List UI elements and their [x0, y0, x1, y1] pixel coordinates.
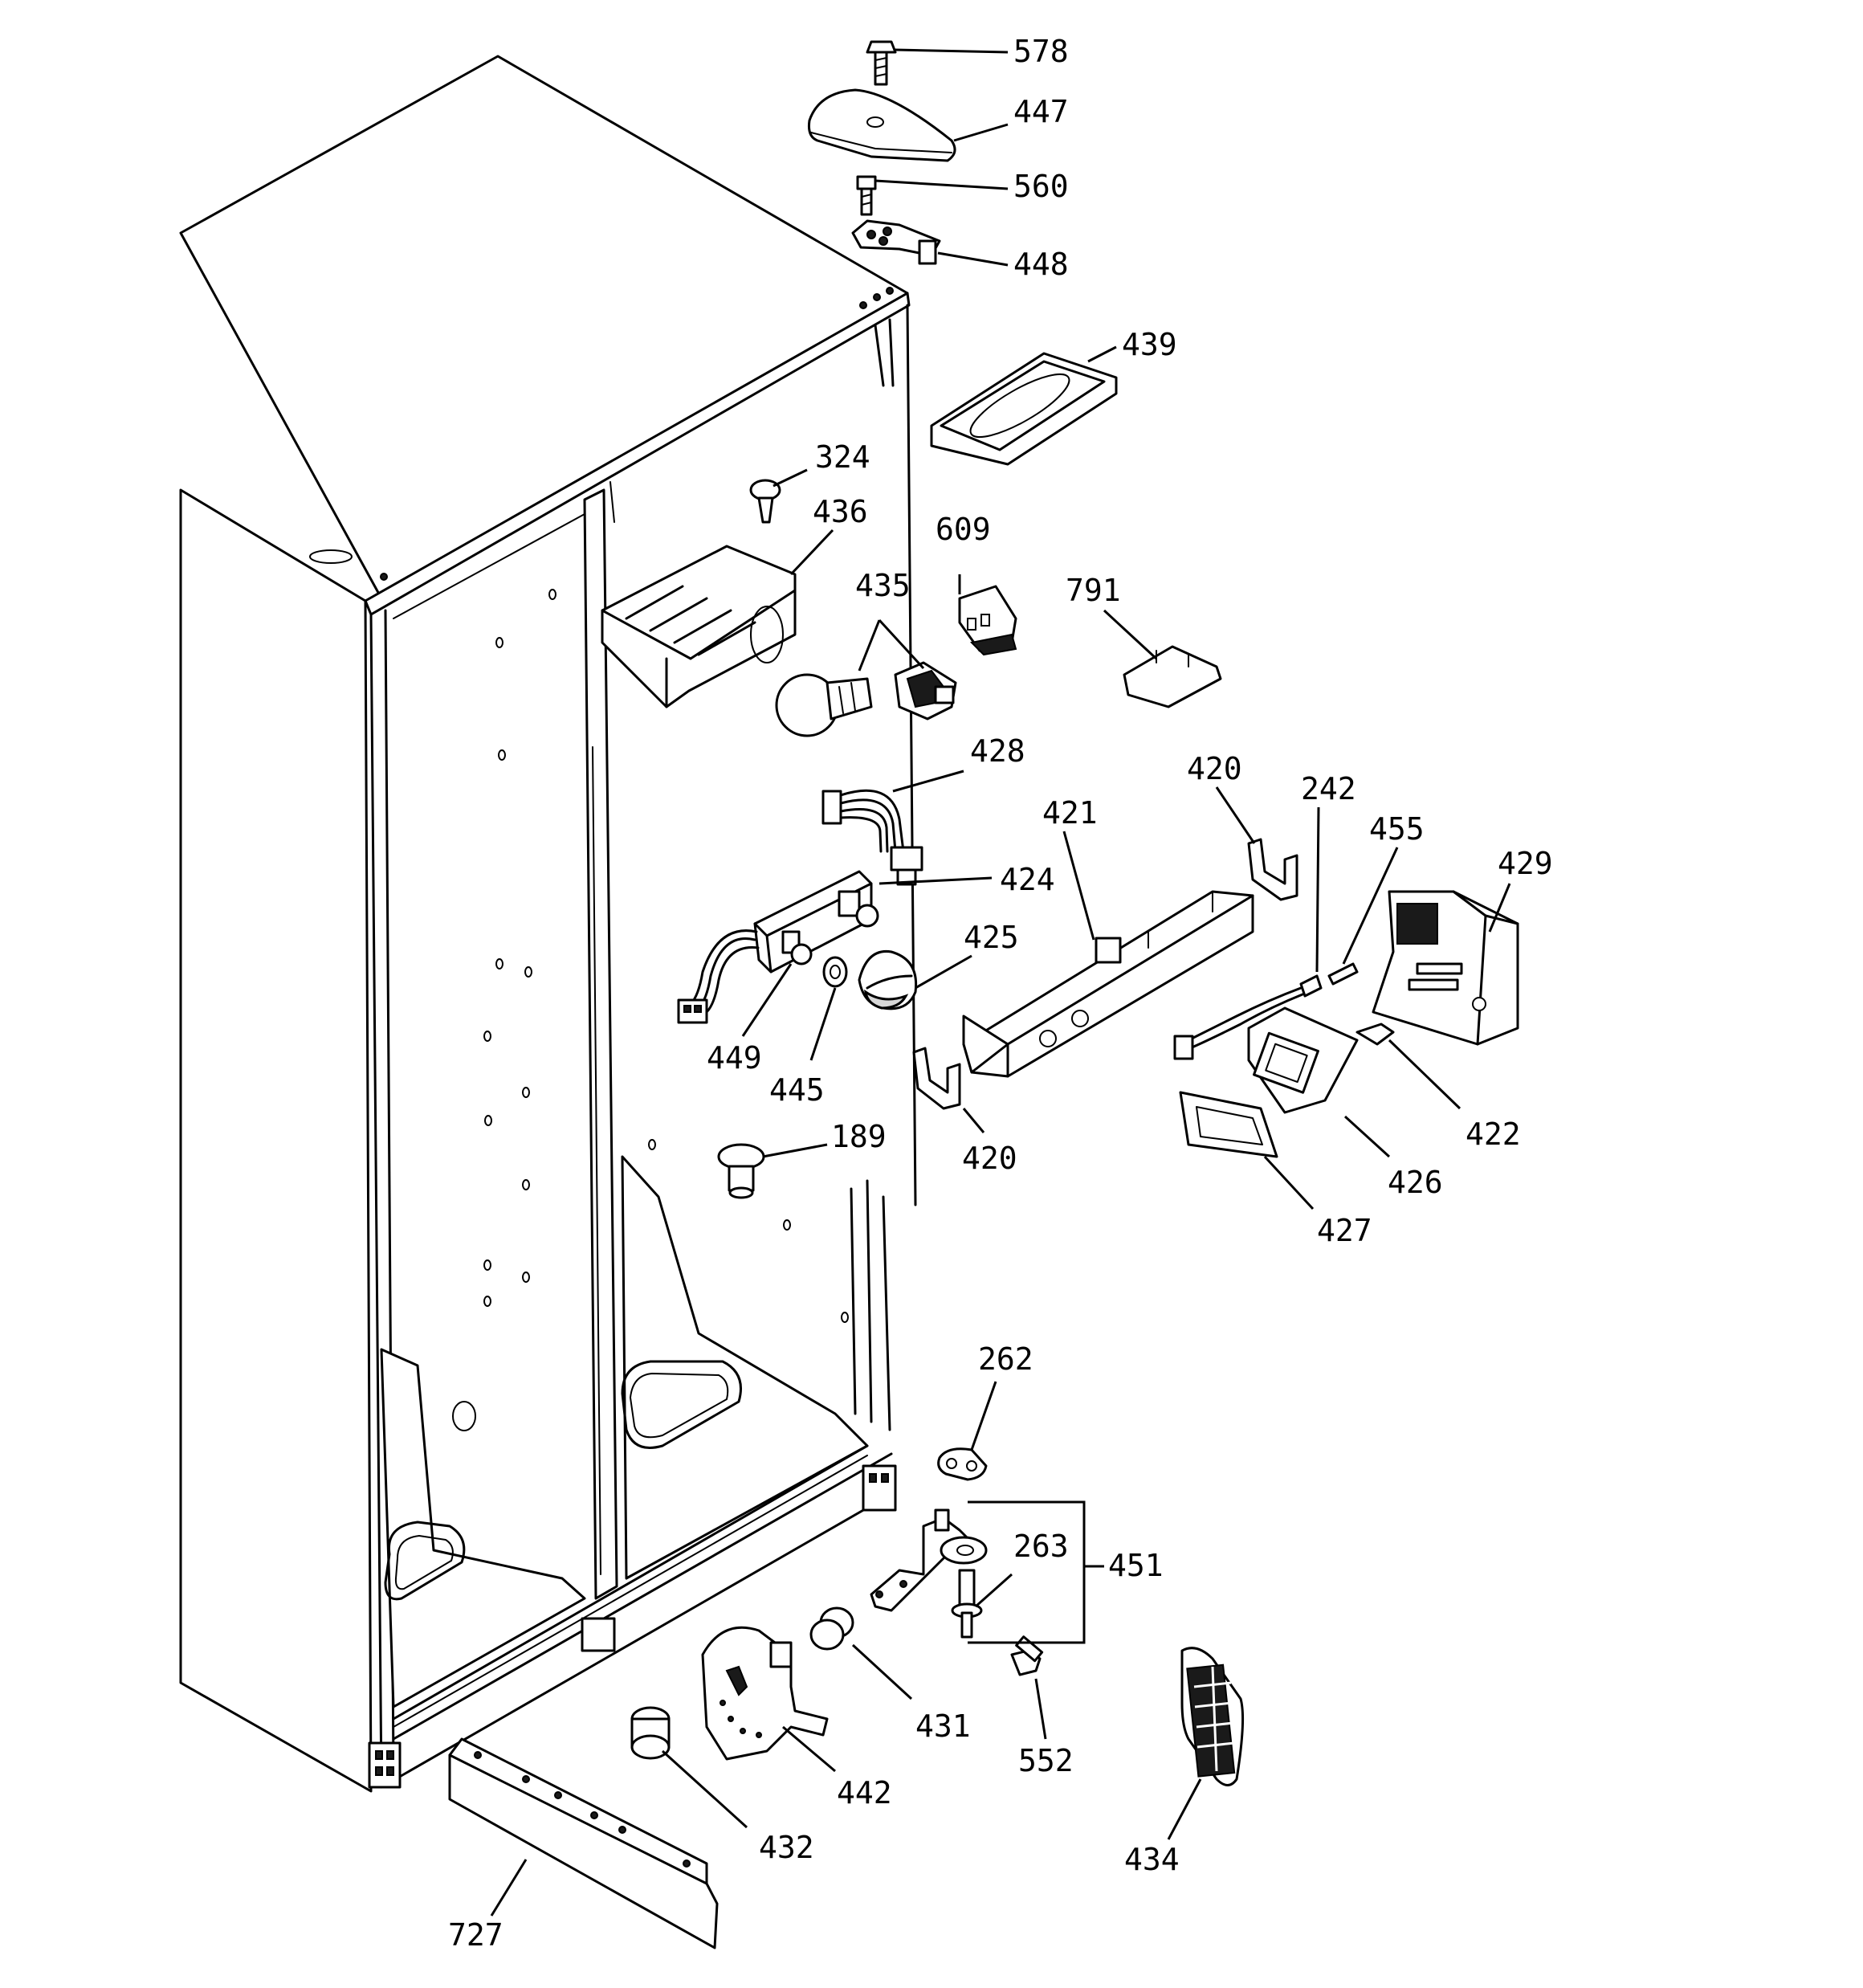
label-429: 429: [1498, 846, 1553, 881]
label-455: 455: [1369, 811, 1425, 847]
leader-lines: [490, 48, 1511, 1917]
label-242: 242: [1301, 771, 1356, 806]
part-426-light-assembly: [1247, 1006, 1359, 1114]
part-189-plug: [717, 1143, 765, 1199]
part-428-harness: [821, 789, 923, 886]
part-791-cover: [1123, 645, 1222, 708]
label-609: 609: [936, 512, 991, 547]
label-578: 578: [1013, 34, 1069, 69]
part-439-light-shield: [930, 352, 1118, 466]
part-434-grille: [1180, 1647, 1245, 1786]
part-425-knob: [858, 949, 918, 1010]
part-324-push-pin: [749, 479, 781, 524]
part-445-bushing: [822, 956, 848, 988]
label-263: 263: [1013, 1529, 1069, 1564]
label-422: 422: [1466, 1116, 1521, 1152]
part-451-bottom-hinge: [870, 1508, 988, 1612]
part-429-fan-box: [1372, 890, 1519, 1046]
label-424: 424: [1000, 862, 1055, 897]
part-424-control: [677, 870, 879, 1024]
part-609-switch: [958, 585, 1017, 656]
label-426: 426: [1388, 1165, 1443, 1200]
label-432: 432: [759, 1830, 814, 1865]
part-242-thermistor: [1173, 974, 1323, 1060]
part-435-socket: [894, 661, 957, 720]
label-791: 791: [1066, 573, 1121, 608]
part-435-bulb: [775, 673, 873, 737]
label-451: 451: [1108, 1548, 1164, 1583]
label-420-bottom: 420: [962, 1141, 1017, 1176]
part-431-roller: [809, 1606, 854, 1651]
part-578-screw: [866, 40, 897, 86]
part-421-control-housing: [962, 890, 1254, 1078]
part-727-toe-grille: [448, 1737, 719, 1949]
label-449: 449: [707, 1040, 762, 1076]
part-436-light-housing: [601, 545, 797, 708]
label-420-top: 420: [1187, 751, 1242, 786]
label-189: 189: [831, 1119, 887, 1154]
label-445: 445: [769, 1072, 825, 1108]
callout-labels: 578 447 560 448 439 324 436 609 435 791 …: [448, 34, 1553, 1953]
label-448: 448: [1013, 247, 1069, 282]
refrigerator-cabinet: [179, 55, 917, 1793]
part-263-hinge-pin: [951, 1569, 983, 1639]
part-447-hinge-cover: [808, 88, 956, 162]
label-442: 442: [837, 1775, 892, 1810]
part-427-lens-frame: [1179, 1091, 1278, 1158]
label-727: 727: [448, 1917, 503, 1953]
label-447: 447: [1013, 94, 1069, 129]
label-436: 436: [813, 494, 868, 529]
part-455-heater: [1327, 962, 1359, 986]
label-427: 427: [1317, 1213, 1372, 1248]
label-435: 435: [855, 568, 911, 603]
part-262-shim: [937, 1447, 988, 1481]
part-420-clip-bottom: [912, 1047, 961, 1110]
part-448-hinge: [851, 219, 941, 265]
label-439: 439: [1122, 327, 1177, 362]
label-428: 428: [970, 733, 1025, 769]
part-420-clip-top: [1247, 838, 1298, 901]
label-425: 425: [964, 920, 1019, 955]
label-560: 560: [1013, 169, 1069, 204]
label-552: 552: [1018, 1743, 1074, 1778]
part-432-spacer: [630, 1706, 671, 1760]
label-434: 434: [1124, 1842, 1180, 1877]
label-421: 421: [1042, 795, 1098, 831]
label-431: 431: [915, 1708, 971, 1744]
label-324: 324: [815, 439, 870, 475]
part-422-clip: [1355, 1023, 1395, 1046]
label-262: 262: [978, 1341, 1033, 1377]
part-442-leveling-bracket: [701, 1626, 829, 1761]
part-560-screw: [856, 175, 877, 216]
